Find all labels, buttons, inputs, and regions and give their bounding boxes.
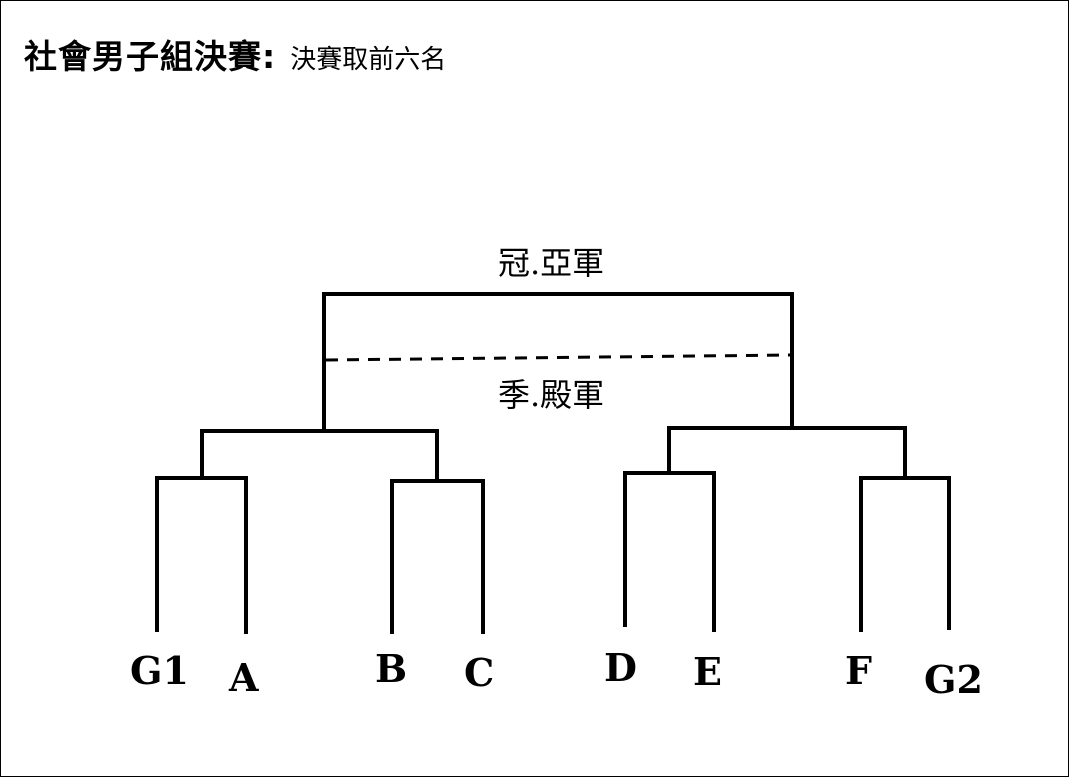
bracket-match-f-g2	[859, 476, 951, 632]
final-round-label: 冠.亞軍	[498, 244, 605, 282]
page-subtitle: 決賽取前六名	[290, 45, 447, 75]
team-label: G2	[924, 657, 983, 702]
team-label: A	[229, 655, 259, 700]
bracket-match-d-e	[623, 471, 716, 632]
team-label: E	[693, 649, 722, 694]
team-label: D	[604, 645, 637, 690]
header: 社會男子組決賽: 決賽取前六名	[24, 30, 446, 78]
bracket-final	[322, 292, 794, 433]
team-label: G1	[130, 648, 189, 693]
bracket-match-b-c	[390, 479, 485, 634]
page-title: 社會男子組決賽:	[24, 37, 277, 76]
team-label: F	[845, 648, 872, 693]
bracket-semifinal-left	[200, 429, 439, 483]
team-label: C	[464, 650, 495, 695]
third-place-divider	[325, 353, 791, 362]
bracket-match-g1-a	[155, 476, 248, 634]
bracket-semifinal-right	[667, 426, 907, 480]
team-label: B	[375, 646, 408, 691]
third-place-round-label: 季.殿軍	[498, 376, 605, 414]
